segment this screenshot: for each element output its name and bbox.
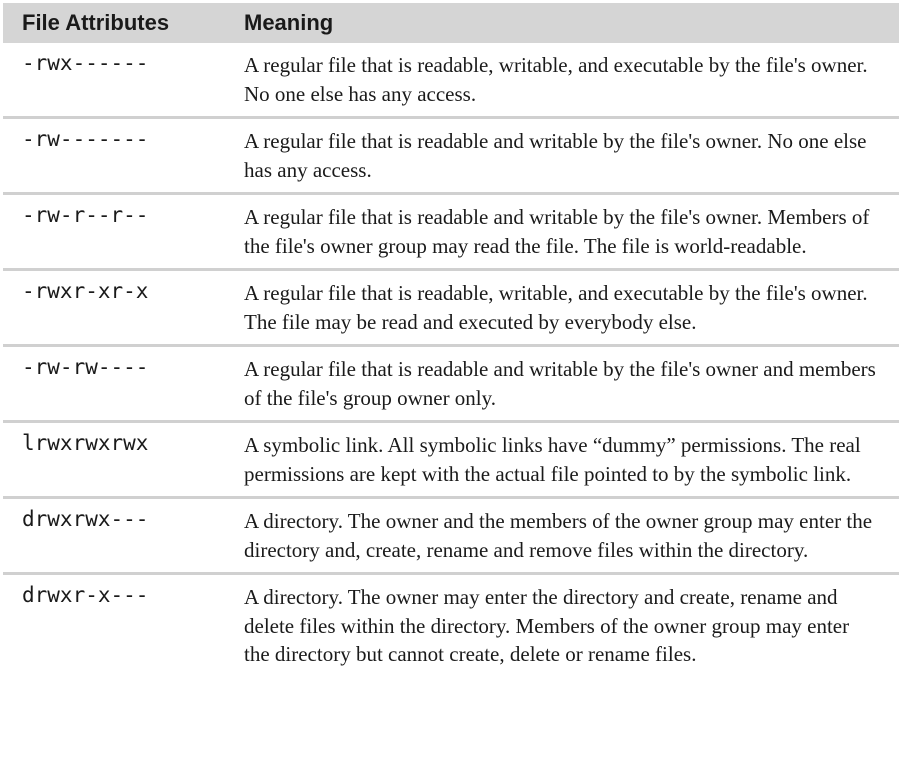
- meaning-cell: A regular file that is readable and writ…: [244, 205, 870, 258]
- meaning-cell: A symbolic link. All symbolic links have…: [244, 433, 861, 486]
- table-row: -rwx------ A regular file that is readab…: [3, 43, 899, 119]
- header-file-attributes: File Attributes: [22, 10, 170, 35]
- file-attributes-cell: -rwx------: [22, 51, 149, 75]
- file-attributes-cell: -rw-rw----: [22, 355, 149, 379]
- table-row: -rw-r--r-- A regular file that is readab…: [3, 195, 899, 271]
- table-row: -rw-rw---- A regular file that is readab…: [3, 347, 899, 423]
- file-attributes-cell: -rw-r--r--: [22, 203, 149, 227]
- meaning-cell: A regular file that is readable and writ…: [244, 357, 876, 410]
- table-row: -rw------- A regular file that is readab…: [3, 119, 899, 195]
- table-header: File Attributes Meaning: [3, 3, 899, 43]
- table-row: drwxr-x--- A directory. The owner may en…: [3, 575, 899, 677]
- meaning-cell: A directory. The owner and the members o…: [244, 509, 873, 562]
- meaning-cell: A regular file that is readable, writabl…: [244, 53, 868, 106]
- table-row: lrwxrwxrwx A symbolic link. All symbolic…: [3, 423, 899, 499]
- table-row: -rwxr-xr-x A regular file that is readab…: [3, 271, 899, 347]
- file-attributes-cell: -rwxr-xr-x: [22, 279, 149, 303]
- header-meaning: Meaning: [244, 10, 334, 35]
- file-attributes-cell: drwxrwx---: [22, 507, 149, 531]
- table-row: drwxrwx--- A directory. The owner and th…: [3, 499, 899, 575]
- permissions-table: File Attributes Meaning -rwx------ A reg…: [3, 3, 899, 677]
- file-attributes-cell: -rw-------: [22, 127, 149, 151]
- meaning-cell: A regular file that is readable, writabl…: [244, 281, 868, 334]
- file-attributes-cell: drwxr-x---: [22, 583, 149, 607]
- meaning-cell: A directory. The owner may enter the dir…: [244, 585, 850, 666]
- file-attributes-cell: lrwxrwxrwx: [22, 431, 149, 455]
- meaning-cell: A regular file that is readable and writ…: [244, 129, 867, 182]
